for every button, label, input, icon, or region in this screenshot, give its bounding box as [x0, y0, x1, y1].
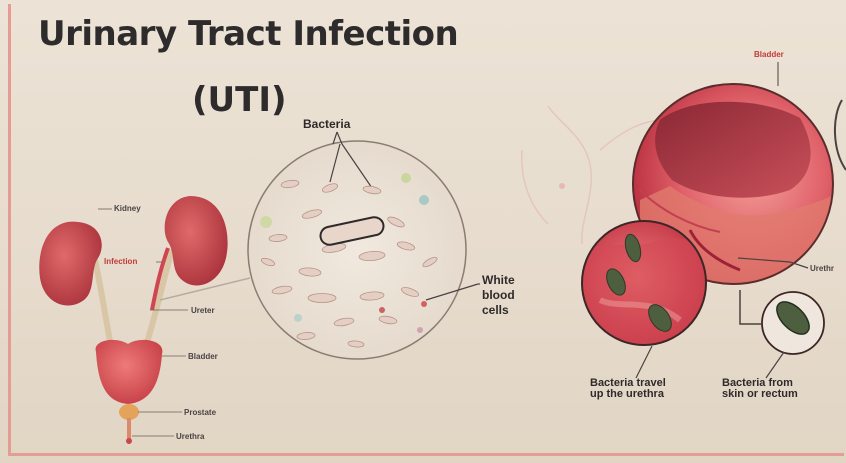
kidney-label: Kidney [114, 204, 141, 213]
right-kidney [165, 196, 228, 285]
bacteria-travel-caption: Bacteria travel up the urethra [590, 378, 666, 400]
microscope-view [248, 132, 480, 359]
bacteria-source-caption: Bacteria from skin or rectum [722, 378, 798, 400]
urethra-label-left: Urethra [176, 432, 204, 441]
prostate-label: Prostate [184, 408, 216, 417]
white-blood-cells-label: White blood cells [482, 273, 515, 318]
prostate-organ [119, 404, 139, 420]
bacteria-label: Bacteria [303, 117, 350, 131]
infection-label: Infection [104, 257, 137, 266]
bladder-label-left: Bladder [188, 352, 218, 361]
ureter-label: Ureter [191, 306, 215, 315]
tissue-magnified [580, 221, 710, 378]
bladder-organ [96, 340, 163, 404]
right-ureter [144, 250, 172, 352]
bladder-label-right: Bladder [754, 50, 784, 59]
urethra-label-right: Urethr [810, 264, 834, 273]
skin-rectum-inset [740, 290, 824, 378]
urinary-system-figure [39, 196, 250, 444]
left-kidney [39, 222, 101, 306]
